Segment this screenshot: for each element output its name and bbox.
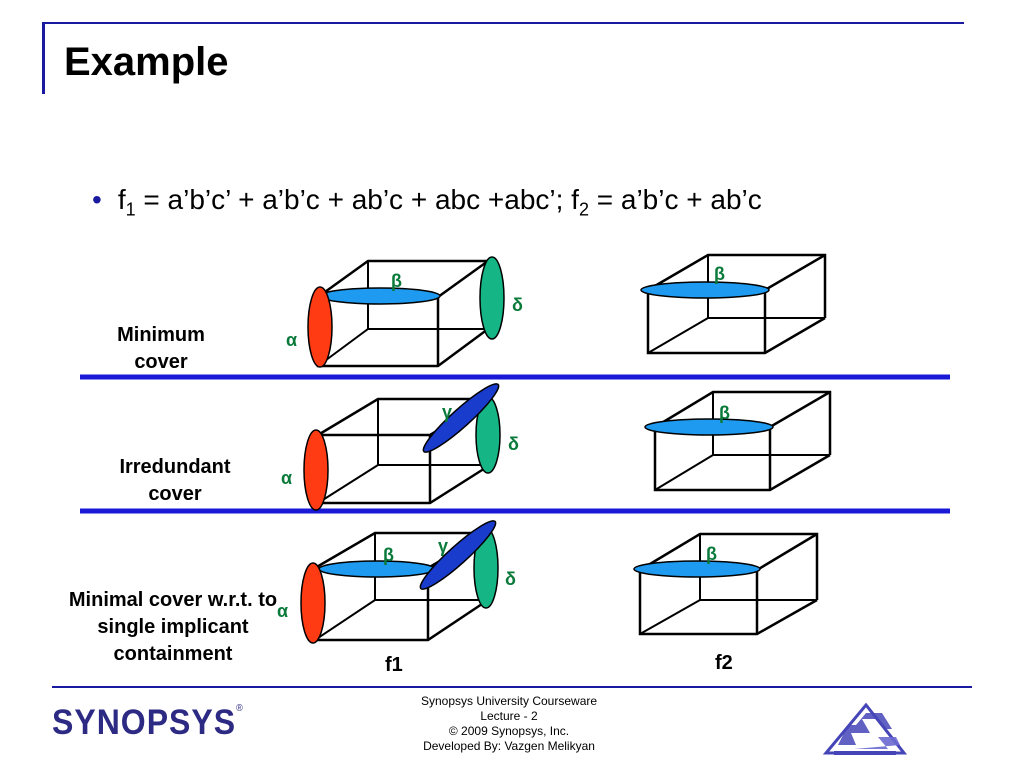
f2-expression: = a’b’c + ab’c (588, 184, 762, 215)
cube-f2-row1 (646, 253, 827, 355)
row-label-line: Minimum (117, 324, 205, 346)
f1-expression: = a’b’c’ + a’b’c + ab’c + abc +abc’; f (135, 184, 579, 215)
row-label-line: Minimal cover w.r.t. to (68, 589, 278, 611)
row-label-line: containment (113, 643, 233, 665)
beta-label: β (706, 544, 717, 564)
beta-implicant (633, 560, 761, 578)
f1-name: f (117, 184, 126, 215)
f2-cube-label: f2 (715, 652, 733, 674)
row-label-line: single implicant (97, 616, 249, 638)
delta-label: δ (508, 434, 519, 454)
cube-f2-row3 (638, 532, 819, 636)
row-label-minimum: Minimum cover (96, 322, 226, 376)
function-definition: • f1 = a’b’c’ + a’b’c + ab’c + abc +abc’;… (92, 184, 762, 221)
cube-f2-row2 (653, 390, 832, 492)
row-label-irredundant: Irredundant cover (100, 454, 250, 508)
gamma-implicant (422, 383, 500, 453)
beta-implicant (644, 418, 774, 436)
alpha-implicant (300, 562, 326, 644)
title-accent-bar (42, 22, 45, 94)
synopsys-logo: SYNOPSYS® (52, 702, 244, 743)
alpha-label: α (277, 601, 288, 621)
alpha-label: α (286, 330, 297, 350)
slide-title: Example (64, 40, 229, 84)
footer-line: Lecture - 2 (480, 709, 538, 723)
bullet-marker: • (92, 184, 102, 215)
beta-label: β (714, 264, 725, 284)
beta-implicant (318, 560, 436, 578)
f1-cube-label: f1 (385, 654, 403, 676)
beta-label: β (719, 403, 730, 423)
f1-subscript: 1 (125, 199, 136, 220)
footer-line: © 2009 Synopsys, Inc. (448, 724, 570, 738)
alpha-label: α (281, 468, 292, 488)
footer-rule (52, 686, 972, 688)
alpha-implicant (307, 286, 333, 368)
cube-f1-row1 (316, 259, 490, 368)
beta-label: β (391, 271, 402, 291)
footer-line: Developed By: Vazgen Melikyan (423, 739, 595, 753)
gamma-implicant (419, 520, 497, 590)
beta-implicant (319, 287, 441, 305)
registered-mark: ® (236, 702, 244, 714)
footer-credits: Synopsys University Courseware Lecture -… (392, 694, 626, 754)
gamma-label: γ (438, 536, 448, 556)
beta-implicant (640, 281, 770, 299)
triangle-emblem-icon (822, 702, 908, 755)
beta-label: β (383, 545, 394, 565)
row-label-line: cover (148, 483, 202, 505)
gamma-label: γ (442, 402, 452, 422)
footer-line: Synopsys University Courseware (420, 694, 598, 708)
row-label-line: Irredundant (119, 456, 231, 478)
alpha-implicant (303, 429, 329, 511)
f2-subscript: 2 (578, 199, 589, 220)
row-label-minimal: Minimal cover w.r.t. to single implicant… (58, 587, 288, 668)
delta-label: δ (512, 295, 523, 315)
delta-label: δ (505, 569, 516, 589)
row-label-line: cover (134, 351, 188, 373)
logo-text: SYNOPSYS (52, 702, 237, 742)
delta-implicant (479, 256, 505, 340)
title-rule (42, 22, 964, 24)
